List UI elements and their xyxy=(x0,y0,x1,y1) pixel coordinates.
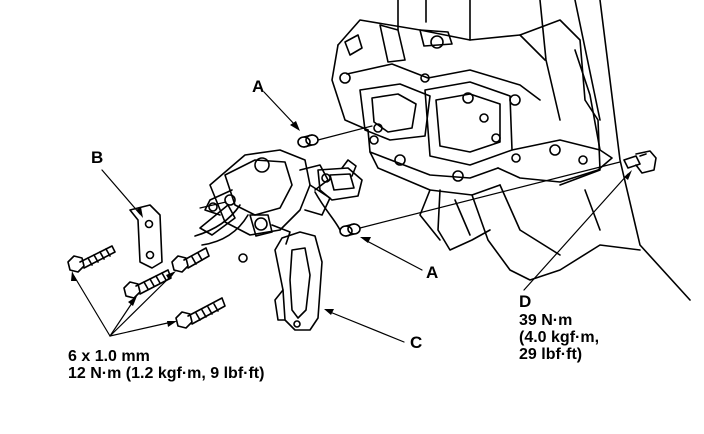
spec-d-line-1: 39 N·m xyxy=(519,312,573,329)
leader-a-top xyxy=(263,91,297,127)
leader-bolt-4 xyxy=(109,321,173,337)
spec-bolts-line-1: 6 x 1.0 mm xyxy=(68,348,150,365)
leader-b xyxy=(101,169,141,215)
bolt-d xyxy=(623,150,657,174)
collar-a-bottom xyxy=(339,223,361,237)
label-a-bottom: A xyxy=(426,263,439,282)
leader-arrowheads xyxy=(71,121,632,327)
leader-d xyxy=(523,173,629,291)
alignment-line-mid xyxy=(359,161,621,229)
label-a-top: A xyxy=(252,77,265,96)
collar-a-top xyxy=(297,134,319,148)
spec-d-torque: 39 N·m (4.0 kgf·m, 29 lbf·ft) xyxy=(519,312,599,363)
spec-d-line-2: (4.0 kgf·m, xyxy=(519,329,600,346)
leader-a-bottom xyxy=(364,239,423,271)
leader-lines xyxy=(73,91,629,343)
spec-d-line-3: 29 lbf·ft) xyxy=(519,346,583,363)
flange-bolt-1 xyxy=(67,245,116,273)
flange-bolt-3 xyxy=(171,247,210,273)
part-c-arm xyxy=(274,231,323,331)
leader-bolt-1 xyxy=(73,275,111,337)
transmission-housing xyxy=(331,0,691,301)
flange-bolt-2 xyxy=(123,269,172,299)
alignment-line-top xyxy=(317,125,373,141)
part-b-plate xyxy=(129,204,163,269)
alignment-line-bracket xyxy=(199,201,227,209)
label-d: D xyxy=(519,292,532,311)
bracket-assembly xyxy=(194,149,363,263)
leader-bolt-2 xyxy=(109,299,135,337)
label-b: B xyxy=(91,148,104,167)
label-c: C xyxy=(410,333,423,352)
spec-bolts-line-2: 12 N·m (1.2 kgf·m, 9 lbf·ft) xyxy=(68,365,265,382)
flange-bolt-4 xyxy=(175,297,226,329)
leader-c xyxy=(329,311,405,343)
leader-bolt-3 xyxy=(109,274,173,337)
spec-bolts-torque: 6 x 1.0 mm 12 N·m (1.2 kgf·m, 9 lbf·ft) xyxy=(68,348,264,382)
